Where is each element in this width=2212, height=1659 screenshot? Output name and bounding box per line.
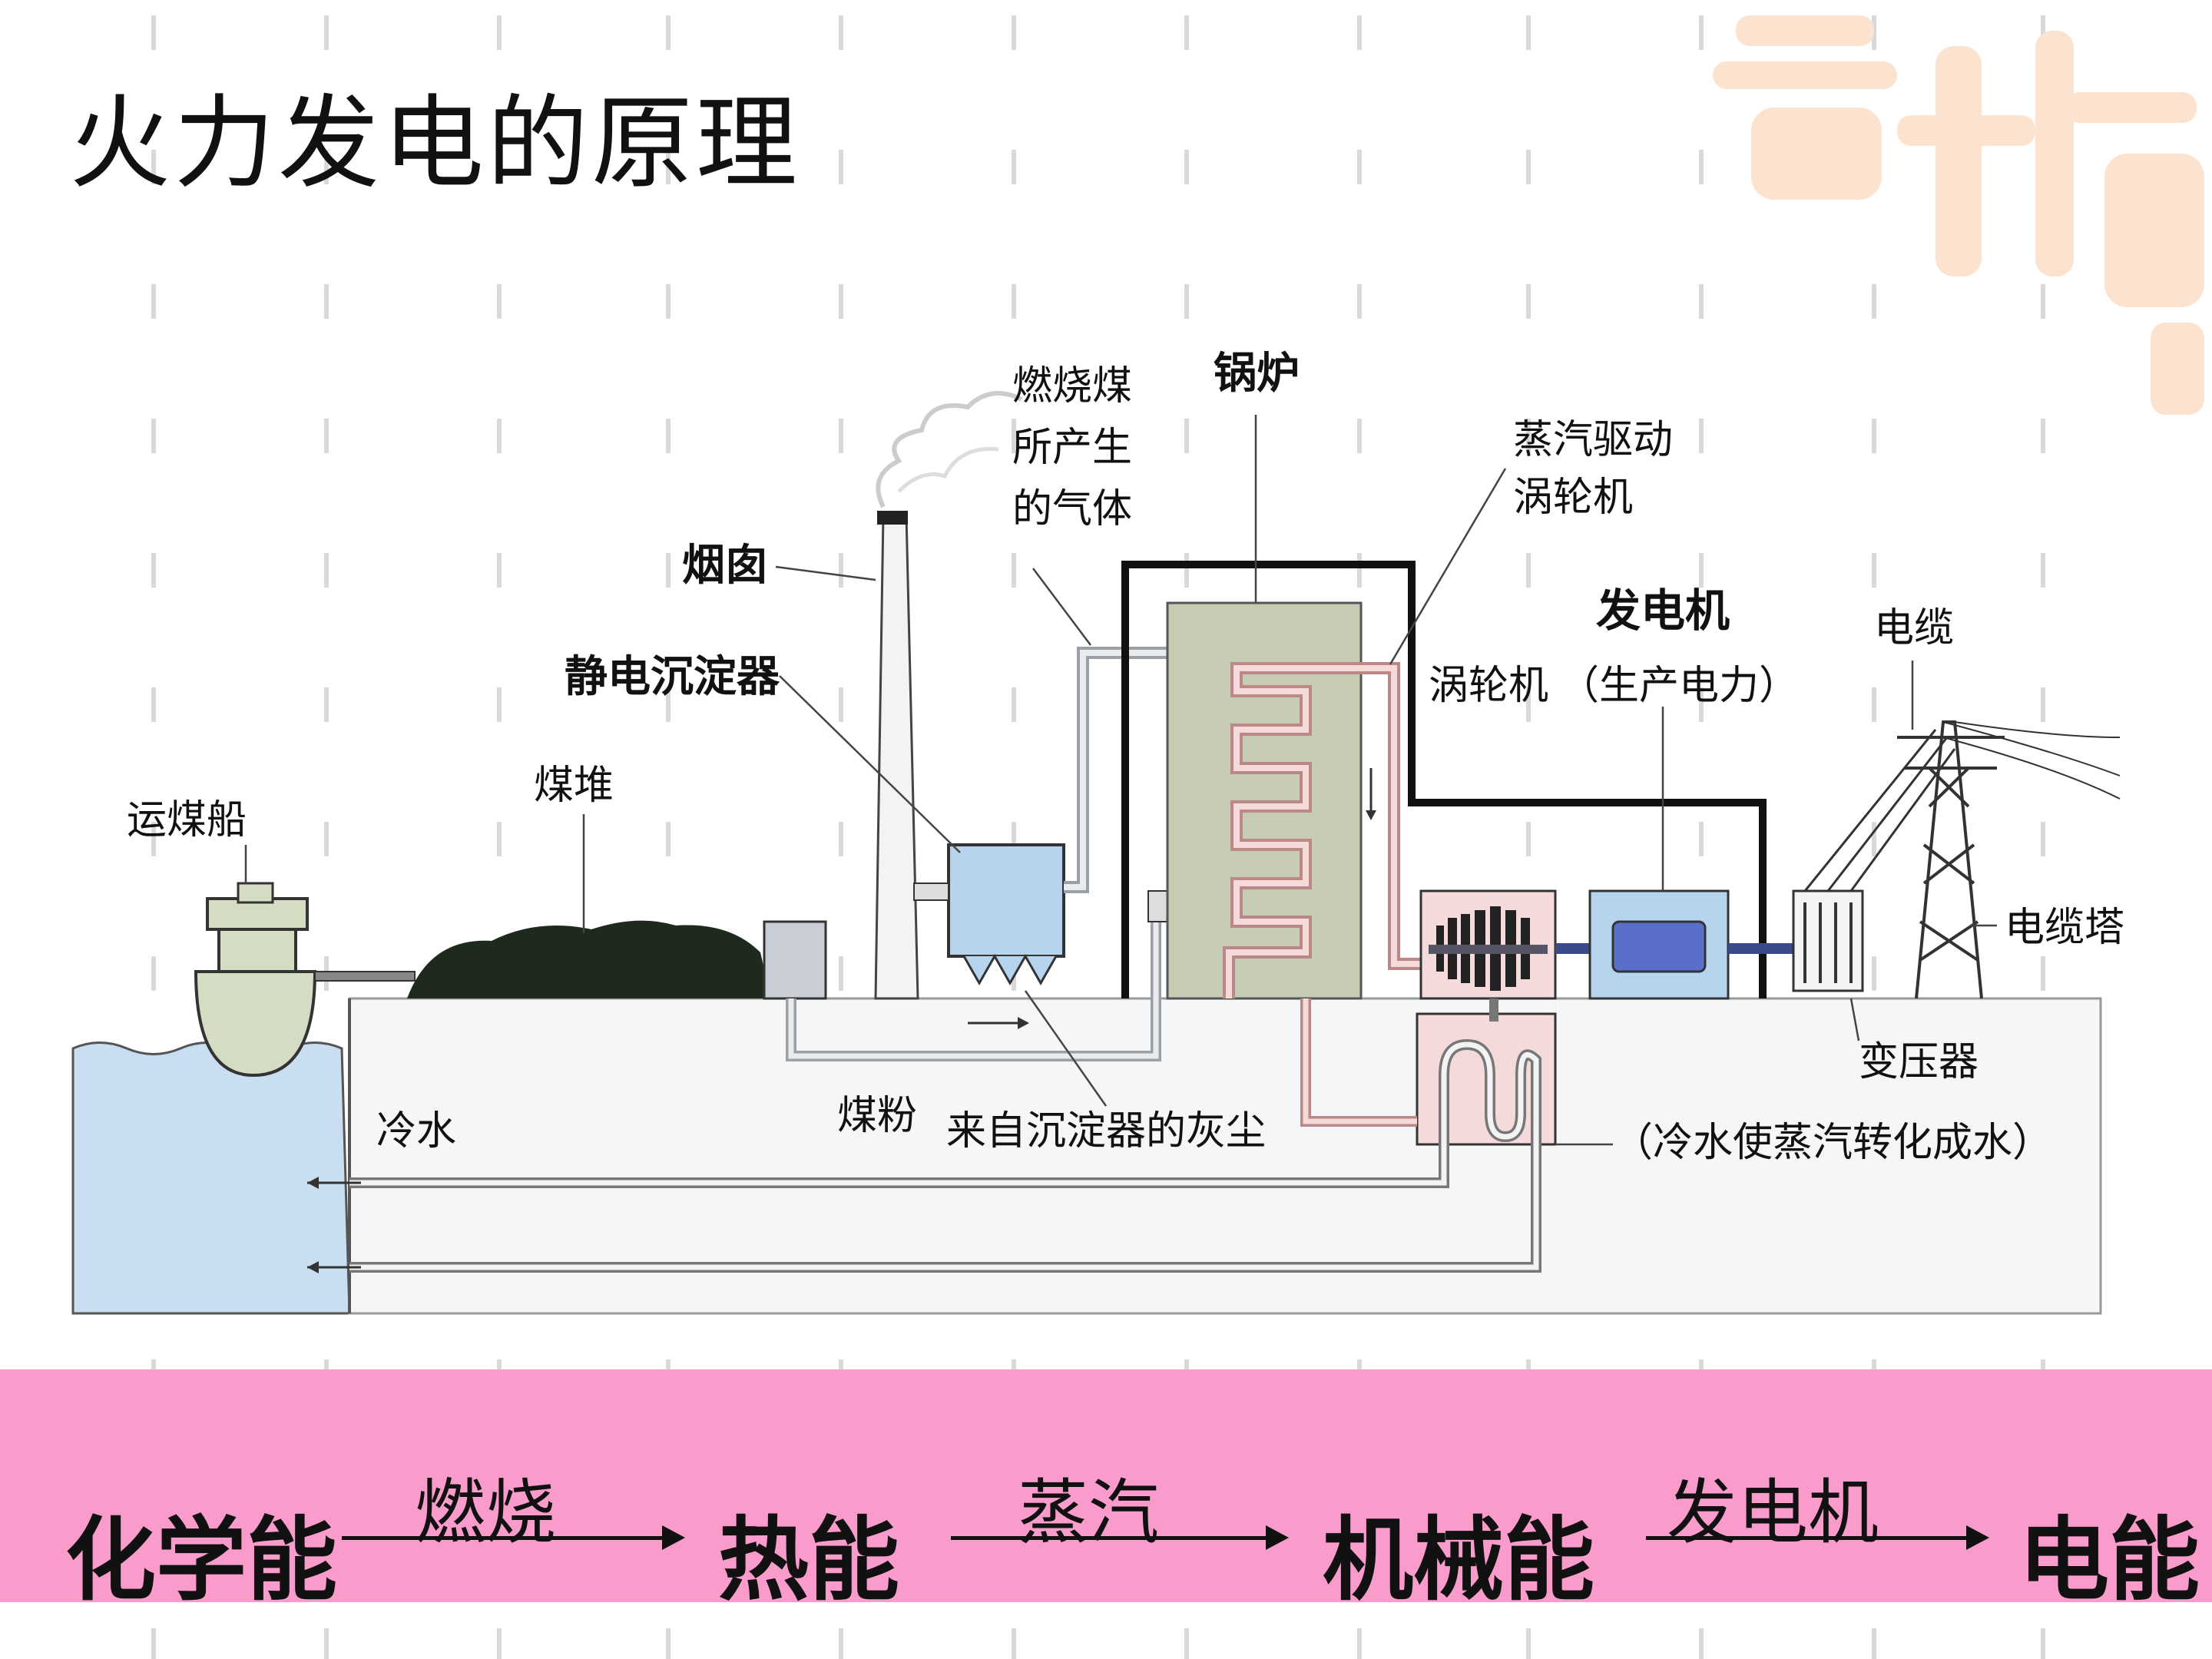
step-label-generator: 发电机 — [1667, 1472, 1879, 1554]
energy-stage-electrical: 电能 — [2018, 1507, 2200, 1613]
label-tower: 电缆塔 — [2005, 905, 2124, 951]
label-turbine: 涡轮机 — [1429, 663, 1548, 709]
arrow-3-line — [1646, 1536, 1969, 1540]
label-generator: 发电机 — [1596, 584, 1730, 637]
arrow-1-head — [662, 1525, 685, 1550]
sea-water — [71, 1041, 351, 1315]
ground-platform — [348, 997, 2102, 1315]
label-boiler: 锅炉 — [1214, 348, 1300, 399]
energy-flow-band — [0, 1369, 2212, 1602]
label-gas-line-1: 燃烧煤 — [1012, 363, 1132, 409]
label-gas-line-2: 所产生 — [1012, 425, 1132, 471]
label-chimney: 烟囱 — [682, 540, 768, 591]
label-produce-power: （生产电力） — [1559, 663, 1799, 709]
power-tower — [1897, 720, 2121, 999]
label-steam-turbine-line-1: 蒸汽驱动 — [1513, 417, 1673, 463]
label-coal-powder: 煤粉 — [837, 1093, 917, 1139]
coal-mill-box — [763, 920, 827, 1000]
generator — [1588, 889, 1730, 1000]
arrow-2-head — [1266, 1525, 1289, 1550]
label-gas-line-3: 的气体 — [1012, 486, 1132, 532]
turbine — [1419, 889, 1557, 1000]
label-cold-water: 冷水 — [376, 1108, 456, 1154]
energy-stage-chemical: 化学能 — [65, 1507, 338, 1613]
arrow-3-head — [1966, 1525, 1989, 1550]
coal-ship — [194, 882, 416, 1078]
step-label-steam: 蒸汽 — [1018, 1472, 1160, 1554]
page-title: 火力发电的原理 — [69, 84, 800, 203]
step-label-combustion: 燃烧 — [415, 1472, 557, 1554]
label-coal-pile: 煤堆 — [534, 763, 614, 809]
boiler-building — [1121, 561, 1767, 998]
precipitator — [913, 647, 1167, 986]
arrow-1-line — [342, 1536, 664, 1540]
watermark-logo — [1713, 15, 2204, 415]
condenser — [1416, 1012, 1557, 1260]
label-ship: 运煤船 — [127, 797, 247, 843]
chimney — [874, 391, 1023, 1000]
label-cable: 电缆 — [1874, 605, 1954, 651]
label-precipitator: 静电沉淀器 — [565, 651, 780, 702]
energy-stage-thermal: 热能 — [718, 1507, 900, 1613]
energy-stage-mechanical: 机械能 — [1323, 1507, 1595, 1613]
label-ash: 来自沉淀器的灰尘 — [946, 1108, 1266, 1154]
label-condenser: （冷水使蒸汽转化成水） — [1613, 1120, 2052, 1166]
transformer — [1792, 729, 1956, 992]
coal-pile — [407, 920, 766, 998]
label-transformer: 变压器 — [1859, 1039, 1979, 1085]
arrow-2-line — [951, 1536, 1267, 1540]
label-steam-turbine-line-2: 涡轮机 — [1513, 475, 1633, 521]
